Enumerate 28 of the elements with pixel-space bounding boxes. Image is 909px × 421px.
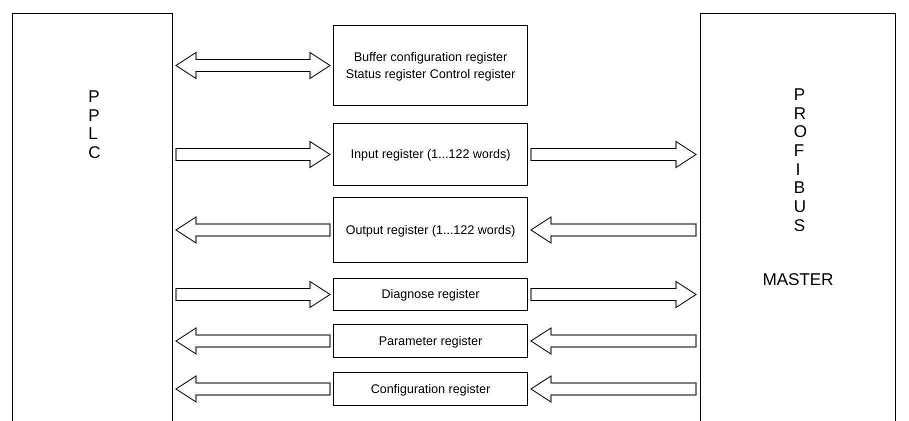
block-arrow: [175, 216, 330, 244]
block-arrow: [530, 327, 696, 355]
block-arrow: [175, 52, 331, 80]
block-arrow: [530, 216, 696, 244]
block-arrow: [175, 375, 330, 403]
device-panel: [700, 13, 896, 421]
register-box: [333, 123, 528, 186]
block-arrow: [175, 327, 330, 355]
register-box: [333, 25, 528, 106]
block-arrow: [176, 280, 331, 308]
block-arrow: [530, 140, 697, 168]
block-arrow: [176, 140, 331, 168]
vertical-label: PPLC: [87, 88, 106, 163]
vertical-label: PROFIBUS: [792, 86, 811, 236]
register-label: Input register (1...122 words): [350, 146, 512, 163]
block-arrow: [530, 280, 697, 308]
register-box: [333, 278, 528, 311]
device-panel: [12, 13, 173, 421]
register-box: [333, 197, 528, 263]
register-label: Parameter register: [378, 332, 484, 350]
block-arrow: [530, 375, 696, 403]
register-label: Output register (1...122 words): [344, 222, 516, 238]
register-label: Diagnose register: [380, 286, 480, 303]
register-label: Configuration register: [370, 380, 492, 398]
register-box: [333, 372, 528, 406]
register-label: Buffer configuration register Status register Control register: [344, 48, 516, 82]
device-label: MASTER: [762, 270, 834, 290]
register-box: [333, 324, 528, 358]
